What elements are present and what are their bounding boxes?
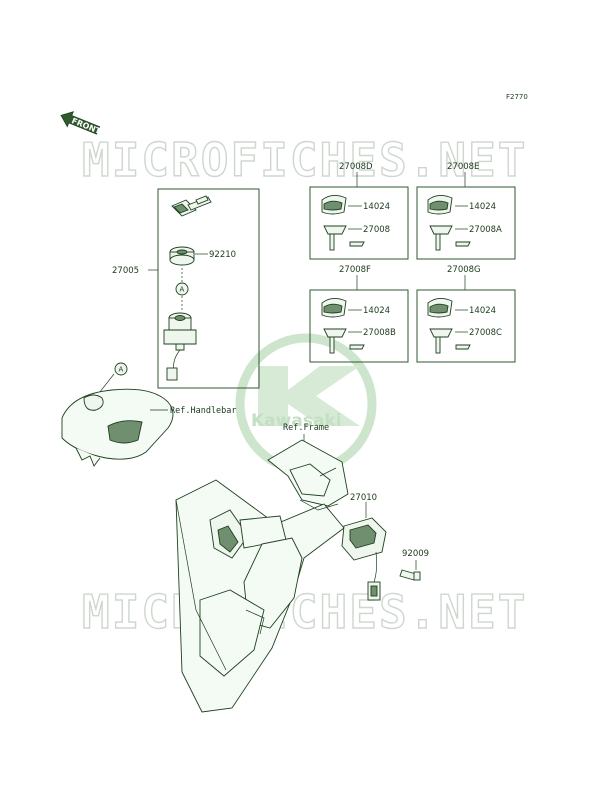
keyset-d-parts <box>321 195 365 251</box>
callout-a-box-letter: A <box>180 286 185 294</box>
label-27008g: 27008G <box>447 265 481 275</box>
watermark-bottom: MICROFICHES.NET <box>82 585 527 639</box>
label-27008d: 27008D <box>339 162 373 172</box>
callout-a-box <box>175 282 189 296</box>
label-14024-e: 14024 <box>469 202 496 212</box>
ignition-switch-body <box>163 312 197 381</box>
keyset-f-parts <box>321 298 365 354</box>
ref-handlebar: Ref.Handlebar <box>170 406 237 416</box>
callout-a-cover-letter: A <box>119 366 124 374</box>
frame-drawing <box>175 439 349 713</box>
label-92210: 92210 <box>209 250 236 260</box>
handlebar-cover: A <box>61 362 174 467</box>
label-14024-g: 14024 <box>469 306 496 316</box>
keyset-g-parts <box>427 298 471 354</box>
figure-code: F2770 <box>506 93 528 101</box>
logo-text: Kawasaki <box>251 411 342 431</box>
switch-27010 <box>341 517 387 601</box>
label-27008f: 27008F <box>339 265 371 275</box>
watermark-top: MICROFICHES.NET <box>82 133 527 187</box>
keyset-f-box <box>309 289 409 363</box>
label-14024-d: 14024 <box>363 202 390 212</box>
label-92009: 92009 <box>402 549 429 559</box>
label-27008a: 27008A <box>469 225 502 235</box>
bolt-92009 <box>399 569 421 581</box>
label-27008b: 27008B <box>363 328 396 338</box>
keyset-g-box <box>416 289 516 363</box>
keyset-e-box <box>416 186 516 260</box>
label-27008c: 27008C <box>469 328 502 338</box>
label-27008e: 27008E <box>447 162 479 172</box>
label-27010: 27010 <box>350 493 377 503</box>
keyset-d-box <box>309 186 409 260</box>
ref-frame: Ref.Frame <box>283 423 329 433</box>
label-14024-f: 14024 <box>363 306 390 316</box>
ignition-assy-box <box>157 188 260 389</box>
keyset-e-parts <box>427 195 471 251</box>
nut-92210 <box>169 246 195 266</box>
callout-a-cover <box>114 362 128 376</box>
label-27008: 27008 <box>363 225 390 235</box>
front-arrow: FRONT <box>60 111 102 136</box>
assy-key <box>171 195 212 217</box>
label-27005: 27005 <box>112 266 139 276</box>
